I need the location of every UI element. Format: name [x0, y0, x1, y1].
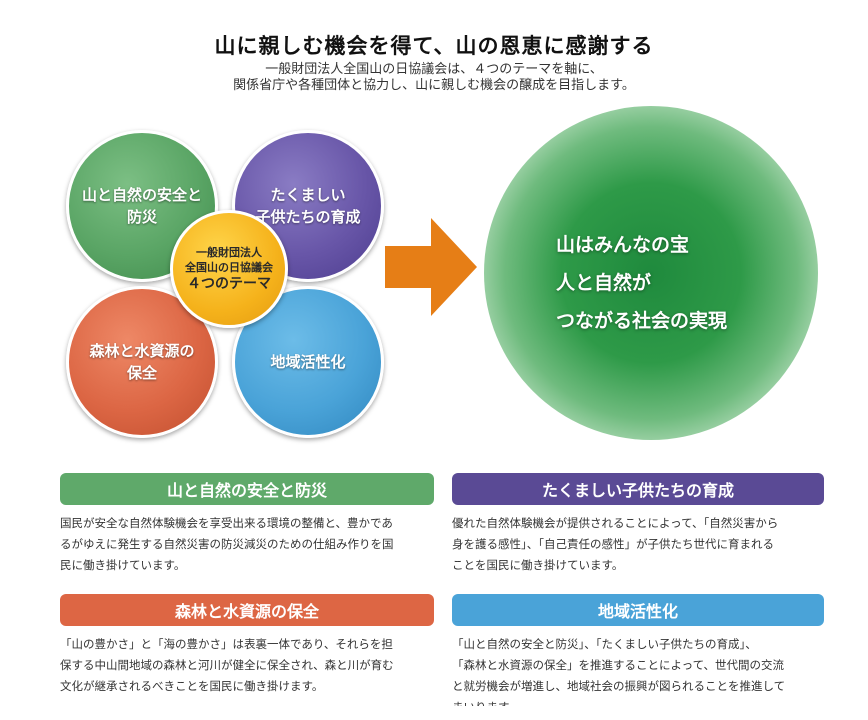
center-label-main: ４つのテーマ	[187, 275, 271, 292]
theme-circle-label: 地域活性化	[270, 353, 346, 371]
subtitle-line: 関係省庁や各種団体と協力し、山に親しむ機会の醸成を目指します。	[233, 78, 635, 93]
text-line: 「森林と水資源の保全」を推進することによって、世代間の交流	[452, 658, 785, 672]
text-line: 保する中山間地域の森林と河川が健全に保全され、森と川が育む	[60, 658, 394, 672]
section-text-regional: 「山と自然の安全と防災」、「たくましい子供たちの育成」、 「森林と水資源の保全」…	[452, 634, 828, 706]
theme-circle-label: 子供たちの育成	[255, 208, 361, 226]
text-line: 身を護る感性」、「自己責任の感性」が子供たち世代に育まれる	[452, 537, 774, 551]
text-line: るがゆえに発生する自然災害の防災減災のための仕組み作りを国	[60, 537, 394, 551]
text-line: 文化が継承されるべきことを国民に働き掛けます。	[60, 679, 324, 693]
theme-circle-label: 保全	[126, 364, 157, 382]
page-title: 山に親しむ機会を得て、山の恩恵に感謝する	[214, 34, 654, 58]
arrow-right-icon	[385, 218, 477, 316]
center-circle: 一般財団法人 全国山の日協議会 ４つのテーマ	[170, 210, 288, 328]
theme-circle-label: 森林と水資源の	[89, 342, 195, 360]
section-heading-forest: 森林と水資源の保全	[60, 594, 434, 626]
text-line: と就労機会が増進し、地域社会の振興が図られることを推進して	[452, 679, 786, 693]
vision-circle	[484, 106, 818, 440]
theme-circle-safety: 山と自然の安全と防災	[66, 130, 218, 282]
section-text-children: 優れた自然体験機会が提供されることによって、「自然災害から 身を護る感性」、「自…	[452, 513, 828, 576]
theme-circle-label: たくましい	[270, 186, 346, 204]
vision-line: つながる社会の実現	[556, 310, 728, 332]
vision-line: 山はみんなの宝	[556, 234, 690, 256]
section-text-safety: 国民が安全な自然体験機会を享受出来る環境の整備と、豊かであ るがゆえに発生する自…	[60, 513, 436, 576]
vision-line: 人と自然が	[556, 272, 652, 294]
text-line: 優れた自然体験機会が提供されることによって、「自然災害から	[452, 516, 779, 530]
theme-circle-label: 山と自然の安全と	[81, 186, 202, 204]
section-text-forest: 「山の豊かさ」と「海の豊かさ」は表裏一体であり、それらを担 保する中山間地域の森…	[60, 634, 436, 697]
center-label: 一般財団法人	[196, 245, 262, 259]
text-line: 民に働き掛けています。	[60, 558, 186, 572]
text-line: 「山の豊かさ」と「海の豊かさ」は表裏一体であり、それらを担	[60, 637, 393, 651]
text-line: 「山と自然の安全と防災」、「たくましい子供たちの育成」、	[452, 637, 757, 651]
center-label: 全国山の日協議会	[185, 260, 273, 274]
text-line: まいります。	[452, 697, 828, 706]
text-line: 国民が安全な自然体験機会を享受出来る環境の整備と、豊かであ	[60, 516, 393, 530]
vision-text: 山はみんなの宝 人と自然が つながる社会の実現	[556, 226, 727, 340]
section-heading-regional: 地域活性化	[452, 594, 824, 626]
subtitle-line: 一般財団法人全国山の日協議会は、４つのテーマを軸に、	[265, 62, 603, 77]
page-subtitle: 一般財団法人全国山の日協議会は、４つのテーマを軸に、 関係省庁や各種団体と協力し…	[0, 62, 868, 94]
text-line: ことを国民に働き掛けています。	[452, 558, 624, 572]
theme-circle-label: 防災	[126, 208, 157, 226]
section-heading-children: たくましい子供たちの育成	[452, 473, 824, 505]
section-heading-safety: 山と自然の安全と防災	[60, 473, 434, 505]
